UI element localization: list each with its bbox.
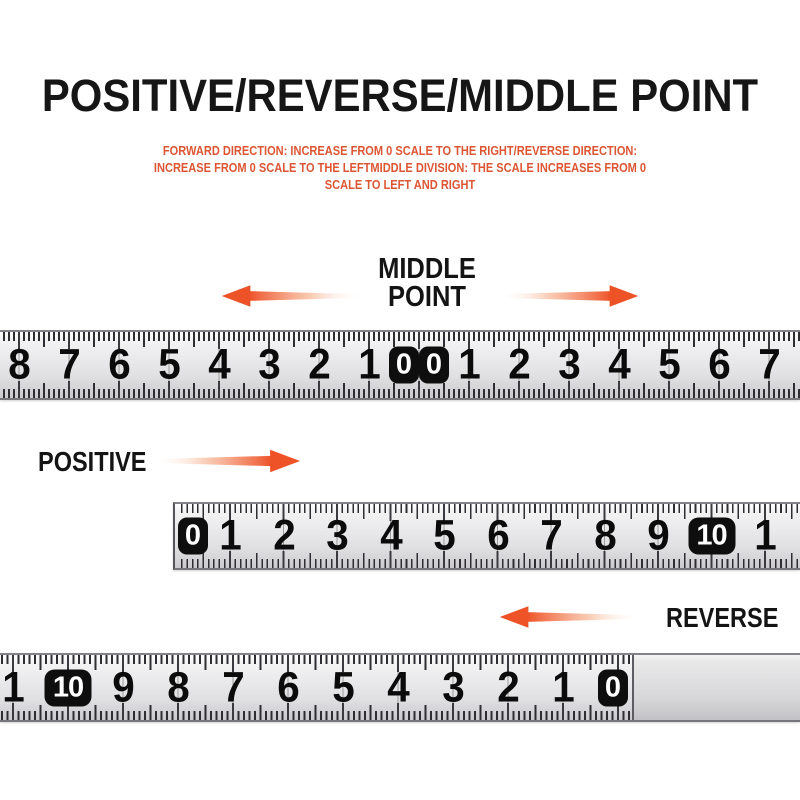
ruler-number: 7 [758, 340, 780, 389]
ruler-number: 6 [486, 511, 509, 560]
ruler-number: 5 [433, 511, 455, 560]
ruler-number: 2 [497, 663, 519, 711]
ruler-number: 5 [658, 340, 680, 389]
middle-point-left-arrow [221, 285, 363, 307]
ruler-number: 2 [308, 340, 330, 389]
ruler-number: 7 [58, 340, 80, 389]
ruler-number-boxed: 0 [178, 517, 208, 555]
ruler-number: 9 [647, 511, 669, 560]
positive-label: POSITIVE [38, 446, 147, 477]
ruler-number: 5 [158, 340, 180, 389]
ruler-number-boxed: 0 [598, 669, 628, 706]
reverse-label: REVERSE [666, 602, 779, 633]
subtitle-line: SCALE TO LEFT AND RIGHT [324, 177, 476, 192]
ruler-number: 1 [458, 340, 480, 389]
ruler-number: 1 [219, 511, 241, 560]
ruler-number: 4 [208, 340, 230, 389]
middle-point-label: MIDDLE POINT [378, 253, 476, 313]
ruler-number-boxed: 0 [389, 346, 419, 384]
subtitle-line: INCREASE FROM 0 SCALE TO THE LEFTMIDDLE … [153, 160, 647, 175]
reverse-arrow [499, 606, 641, 628]
ruler-number: 8 [8, 340, 30, 389]
ruler-number: 4 [387, 663, 409, 711]
ruler-number: 7 [222, 663, 244, 711]
ruler-number: 2 [508, 340, 530, 389]
ruler-number: 1 [754, 511, 776, 560]
ruler-number: 6 [108, 340, 130, 389]
ruler-number: 4 [379, 511, 402, 560]
ruler-number: 3 [326, 511, 348, 560]
ruler-number: 6 [708, 340, 730, 389]
ruler-number: 8 [167, 663, 189, 711]
ruler-number: 9 [112, 663, 134, 711]
middle-point-label-line1: MIDDLE [378, 253, 476, 285]
positive-arrow [152, 449, 301, 473]
ruler-number: 3 [258, 340, 280, 389]
ruler-number-boxed: 0 [419, 346, 449, 384]
ruler-number: 1 [358, 340, 380, 389]
ruler-number-boxed: 10 [688, 517, 735, 555]
subtitle: FORWARD DIRECTION: INCREASE FROM 0 SCALE… [60, 142, 740, 193]
middle-point-label-line2: POINT [387, 281, 466, 313]
ruler-number: 5 [332, 663, 354, 711]
ruler-ticks [3, 332, 800, 398]
ruler-number: 8 [593, 511, 616, 560]
ruler-number: 2 [272, 511, 295, 560]
page-title: POSITIVE/REVERSE/MIDDLE POINT [41, 70, 759, 121]
ruler-number: 7 [540, 511, 562, 560]
ruler-number: 3 [442, 663, 464, 711]
ruler-number: 6 [277, 663, 299, 711]
ruler-ticks [181, 504, 798, 568]
subtitle-line: FORWARD DIRECTION: INCREASE FROM 0 SCALE… [162, 143, 638, 158]
ruler-number: 4 [608, 340, 630, 389]
middle-point-right-arrow [497, 285, 639, 307]
ruler-number: 1 [2, 663, 24, 711]
tape-blank-end [632, 655, 800, 720]
ruler-number: 3 [558, 340, 580, 389]
ruler-number-boxed: 10 [44, 669, 92, 706]
ruler-number: 1 [552, 663, 574, 711]
ruler-ticks [1, 655, 630, 720]
